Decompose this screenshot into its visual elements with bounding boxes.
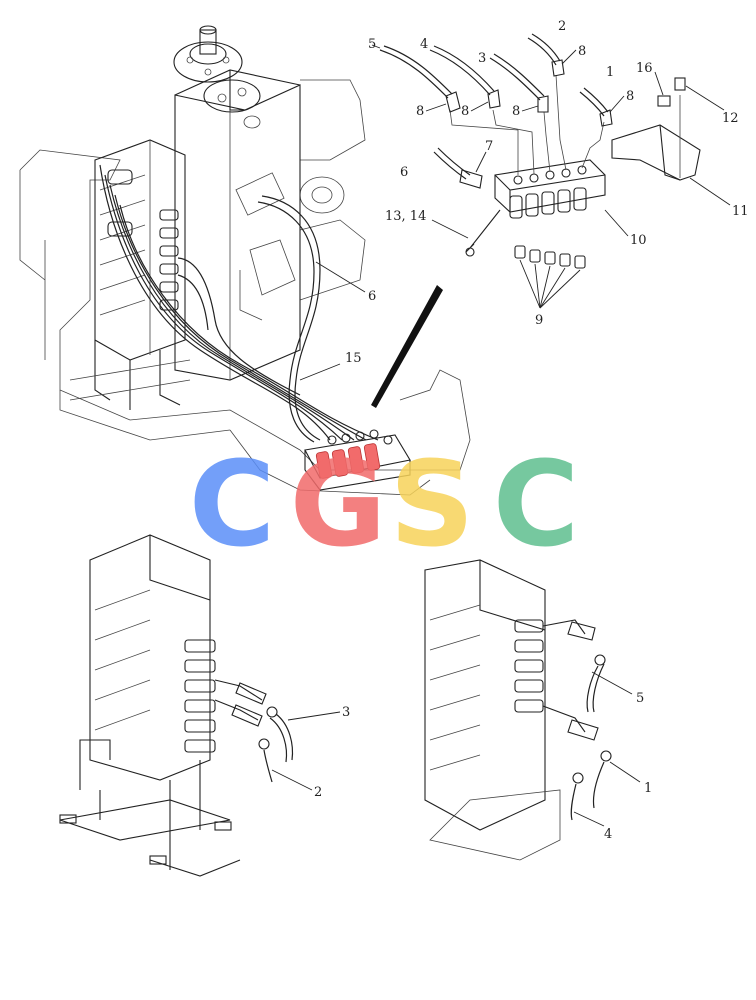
fittings-9 xyxy=(514,245,586,309)
callout-2-lower: 2 xyxy=(314,785,322,800)
callout-1-lower: 1 xyxy=(644,781,652,796)
callout-5: 5 xyxy=(368,37,376,52)
watermark-letter-c2: C xyxy=(493,435,580,573)
callout-6: 6 xyxy=(400,165,408,180)
callout-16: 16 xyxy=(636,61,653,76)
exploded-detail: 9 13, 14 10 11 12 16 xyxy=(368,19,749,328)
callout-4: 4 xyxy=(420,37,428,52)
main-assembly: 6 15 xyxy=(19,25,471,496)
valve-ports xyxy=(107,169,179,311)
callout-1: 1 xyxy=(606,65,614,80)
callout-8-c: 8 xyxy=(512,104,520,119)
callout-8-b: 8 xyxy=(461,104,469,119)
callout-3: 3 xyxy=(478,51,486,66)
hose-bundle xyxy=(99,164,379,441)
callout-6-main: 6 xyxy=(368,289,376,304)
watermark-letter-s: S xyxy=(390,435,475,573)
hose-6 xyxy=(261,195,321,441)
callout-10: 10 xyxy=(630,233,647,248)
watermark-letter-c1: C xyxy=(189,435,276,573)
callout-7: 7 xyxy=(485,139,493,154)
pointer-wedge xyxy=(371,285,443,408)
callout-4-lower: 4 xyxy=(604,827,612,842)
detail-lower-left: 3 2 xyxy=(59,534,350,877)
callout-15: 15 xyxy=(345,351,362,366)
callout-8-e: 8 xyxy=(626,89,634,104)
block-valves xyxy=(509,187,587,219)
callout-8-d: 8 xyxy=(578,44,586,59)
callout-12: 12 xyxy=(722,111,739,126)
callout-5-lower: 5 xyxy=(636,691,644,706)
callout-9: 9 xyxy=(535,313,543,328)
callout-8-a: 8 xyxy=(416,104,424,119)
detail-lower-right: 5 1 4 xyxy=(424,559,652,861)
valve-ports-lower-left xyxy=(184,639,216,753)
valve-ports-lower-right xyxy=(514,619,544,713)
callout-3-lower: 3 xyxy=(342,705,350,720)
watermark: C G S C xyxy=(189,435,580,573)
multiplier-block-main xyxy=(304,429,411,491)
callout-2: 2 xyxy=(558,19,566,34)
callout-13-14: 13, 14 xyxy=(385,209,426,224)
watermark-letter-g: G xyxy=(290,435,387,573)
callout-11: 11 xyxy=(732,204,749,219)
